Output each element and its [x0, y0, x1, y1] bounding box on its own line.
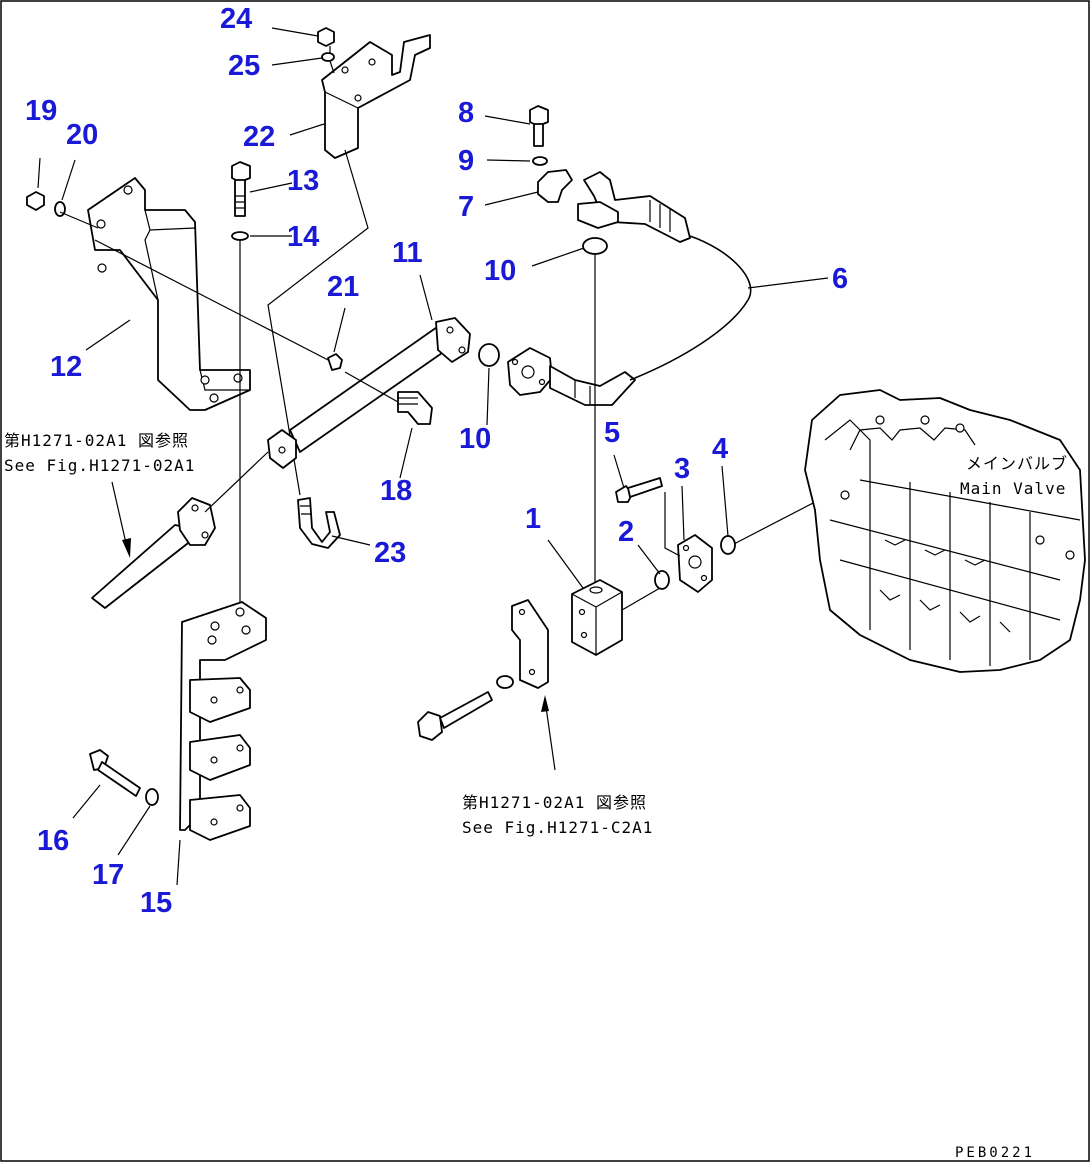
main-valve-en: Main Valve [960, 479, 1066, 498]
bracket-12 [87, 177, 251, 411]
leader-bracket-clamp [94, 239, 333, 363]
bolt-16 [89, 749, 141, 797]
callout-24: 24 [220, 3, 252, 35]
elbow-fitting [478, 343, 636, 406]
o-ring-4 [720, 535, 736, 555]
leader-block-oring [621, 587, 661, 611]
callout-3: 3 [674, 453, 690, 485]
leader-plate-hose [267, 149, 369, 496]
plate-22 [321, 34, 431, 159]
callout-2: 2 [618, 516, 634, 548]
bolt-5 [615, 477, 663, 503]
callout-25: 25 [228, 50, 260, 82]
ref-bottom-jp: 第H1271-02A1 図参照 [462, 793, 647, 812]
block-1 [571, 579, 623, 656]
ref-arrow-bottom-head [541, 695, 549, 712]
bolt-13 [231, 161, 251, 217]
callout-20: 20 [66, 119, 98, 151]
callout-1: 1 [525, 503, 541, 535]
bolt-bottom [417, 691, 493, 741]
callout-8: 8 [458, 97, 474, 129]
washer-25 [321, 52, 335, 62]
nut-bottom [496, 675, 514, 689]
hose-6 [577, 171, 752, 381]
callout-17: 17 [92, 859, 124, 891]
callout-6: 6 [832, 263, 848, 295]
o-ring-10-top [582, 237, 608, 255]
leader-24-25 [329, 46, 335, 74]
callout-16: 16 [37, 825, 69, 857]
callout-22: 22 [243, 121, 275, 153]
split-flange-7 [537, 169, 573, 203]
fitting-18 [397, 391, 433, 425]
bolt-8 [529, 105, 549, 147]
callout-leaders [37, 27, 829, 886]
leader-20 [59, 211, 99, 229]
callout-11: 11 [392, 237, 423, 269]
callout-13: 13 [287, 165, 319, 197]
washer-9 [532, 156, 548, 166]
callout-10-top: 10 [484, 255, 516, 287]
main-valve [804, 389, 1086, 673]
tube-11 [267, 317, 471, 469]
callout-18: 18 [380, 475, 412, 507]
ref-arrow-bottom-line [544, 699, 556, 771]
callout-12: 12 [50, 351, 82, 383]
callout-19: 19 [25, 95, 57, 127]
plate-3 [677, 534, 713, 593]
callout-15: 15 [140, 887, 172, 919]
bracket-15 [179, 601, 267, 841]
washer-14 [231, 231, 249, 241]
callout-10-mid: 10 [459, 423, 491, 455]
callout-21: 21 [327, 271, 359, 303]
ref-arrow-left-head [122, 538, 131, 558]
nut-19 [26, 191, 45, 211]
callout-5: 5 [604, 417, 620, 449]
o-ring-2 [654, 570, 670, 590]
reference-notes: 第H1271-02A1 図参照 See Fig.H1271-02A1 第H127… [4, 431, 1068, 837]
clip-23 [297, 497, 341, 549]
tube-reference-left [91, 497, 216, 609]
callout-7: 7 [458, 191, 474, 223]
leader-tube-join [204, 451, 269, 513]
callout-23: 23 [374, 537, 406, 569]
ref-bottom-en: See Fig.H1271-C2A1 [462, 818, 653, 837]
bracket-bottom [511, 599, 549, 689]
main-valve-jp: メインバルブ [966, 454, 1068, 473]
ref-left-en: See Fig.H1271-02A1 [4, 456, 195, 475]
nut-24 [317, 27, 335, 47]
clamp-21 [327, 353, 343, 371]
ref-left-jp: 第H1271-02A1 図参照 [4, 431, 189, 450]
callout-14: 14 [287, 221, 319, 253]
drawing-code: PEB0221 [955, 1145, 1035, 1161]
callout-9: 9 [458, 145, 474, 177]
callout-numbers: 1 2 3 4 5 6 7 8 9 10 10 11 12 13 14 15 1… [25, 3, 848, 919]
leader-3 [664, 492, 681, 557]
leader-18 [344, 371, 399, 403]
washer-17 [145, 788, 159, 806]
callout-4: 4 [712, 433, 728, 465]
